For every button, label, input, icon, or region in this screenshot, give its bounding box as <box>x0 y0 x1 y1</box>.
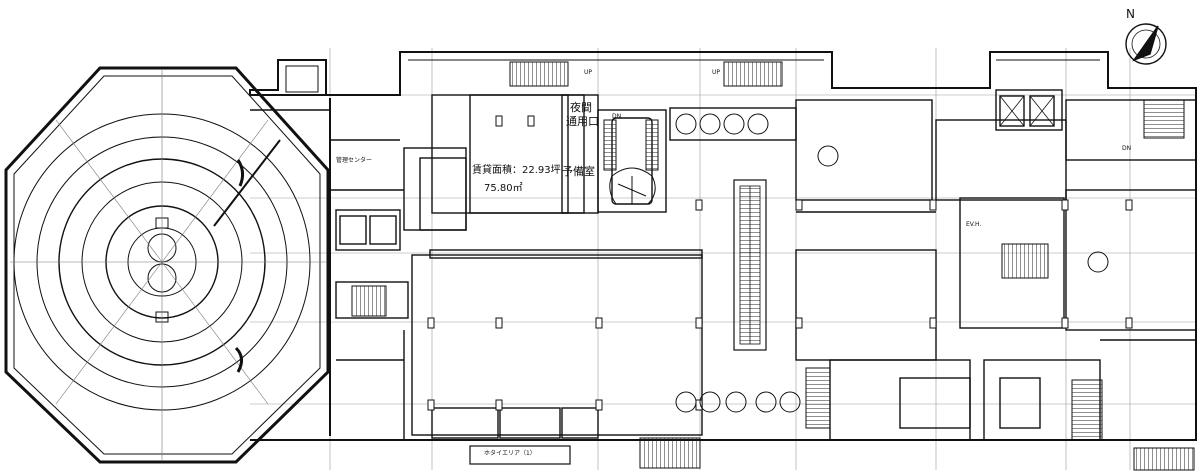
ev-hall-label: EV.H. <box>966 221 982 228</box>
elevators <box>999 95 1055 127</box>
center-label: 管理センター <box>336 157 373 164</box>
interior-walls <box>250 89 1197 441</box>
dn-label-2: DN <box>1122 145 1132 152</box>
rotunda <box>4 66 330 464</box>
north-arrow-icon <box>1125 23 1167 65</box>
up-label-1: UP <box>584 69 593 76</box>
lease-area-tsubo: 賃貸面積：22.93坪 <box>472 165 561 176</box>
round-columns <box>675 113 1109 413</box>
spiral-stair <box>609 167 656 205</box>
dn-label-1: DN <box>612 113 622 120</box>
escalator <box>733 179 767 351</box>
stairs <box>351 61 1195 471</box>
up-label-2: UP <box>712 69 721 76</box>
bottom-area-box <box>469 445 571 465</box>
bottom-area-label: ホタイエリア（1） <box>484 450 536 457</box>
grid-lines <box>250 48 1195 470</box>
columns <box>427 115 1133 411</box>
night-entrance-line1: 夜間 <box>570 101 592 114</box>
night-entrance-line2: 通用口 <box>566 115 599 128</box>
lease-area-m2: 75.80㎡ <box>484 183 523 194</box>
north-label: N <box>1126 7 1135 21</box>
prep-room-label: 予備室 <box>562 165 595 178</box>
